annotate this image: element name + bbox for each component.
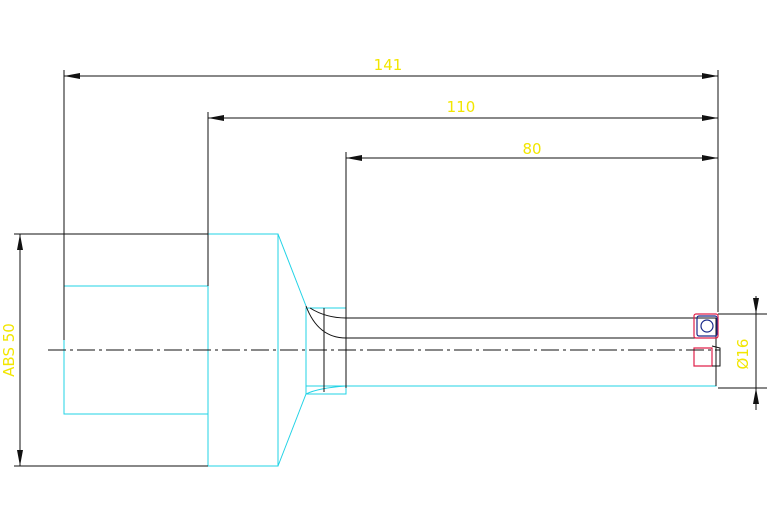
arrow-dia-bottom xyxy=(753,388,759,404)
dim-abs50: ABS 50 xyxy=(0,233,208,467)
cone-upper xyxy=(277,233,307,307)
arrow-141-left xyxy=(64,73,80,79)
dim-80: 80 xyxy=(345,140,718,318)
insert-upper-frame xyxy=(693,313,719,339)
arrow-141-right xyxy=(702,73,718,79)
boring-bar-lower xyxy=(306,350,717,387)
arrow-80-left xyxy=(346,155,362,161)
dim-80-label: 80 xyxy=(522,140,541,158)
insert-upper-screw xyxy=(700,319,714,333)
dim-dia16: Ø16 xyxy=(718,296,767,410)
insert-lower xyxy=(693,347,713,367)
arrow-abs-bottom xyxy=(17,450,23,466)
cutting-inserts xyxy=(693,313,721,367)
insert-upper xyxy=(696,315,718,337)
boring-bar-upper xyxy=(305,305,716,339)
dim-141: 141 xyxy=(63,56,719,340)
bar-top-edge xyxy=(309,307,716,319)
insert-lower-edge xyxy=(711,345,721,367)
dim-141-label: 141 xyxy=(374,56,403,74)
dim-abs50-label: ABS 50 xyxy=(0,323,18,377)
cone-lower xyxy=(277,393,307,467)
arrow-abs-top xyxy=(17,234,23,250)
arrow-110-right xyxy=(702,115,718,121)
arrow-80-right xyxy=(702,155,718,161)
dim-110: 110 xyxy=(207,98,718,286)
arrow-dia-top xyxy=(753,298,759,314)
boring-bar xyxy=(305,305,717,392)
neck-ring xyxy=(305,307,347,395)
dim-dia16-label: Ø16 xyxy=(734,339,752,370)
dim-110-label: 110 xyxy=(447,98,476,116)
throat-lower xyxy=(305,385,347,395)
arrow-110-left xyxy=(208,115,224,121)
